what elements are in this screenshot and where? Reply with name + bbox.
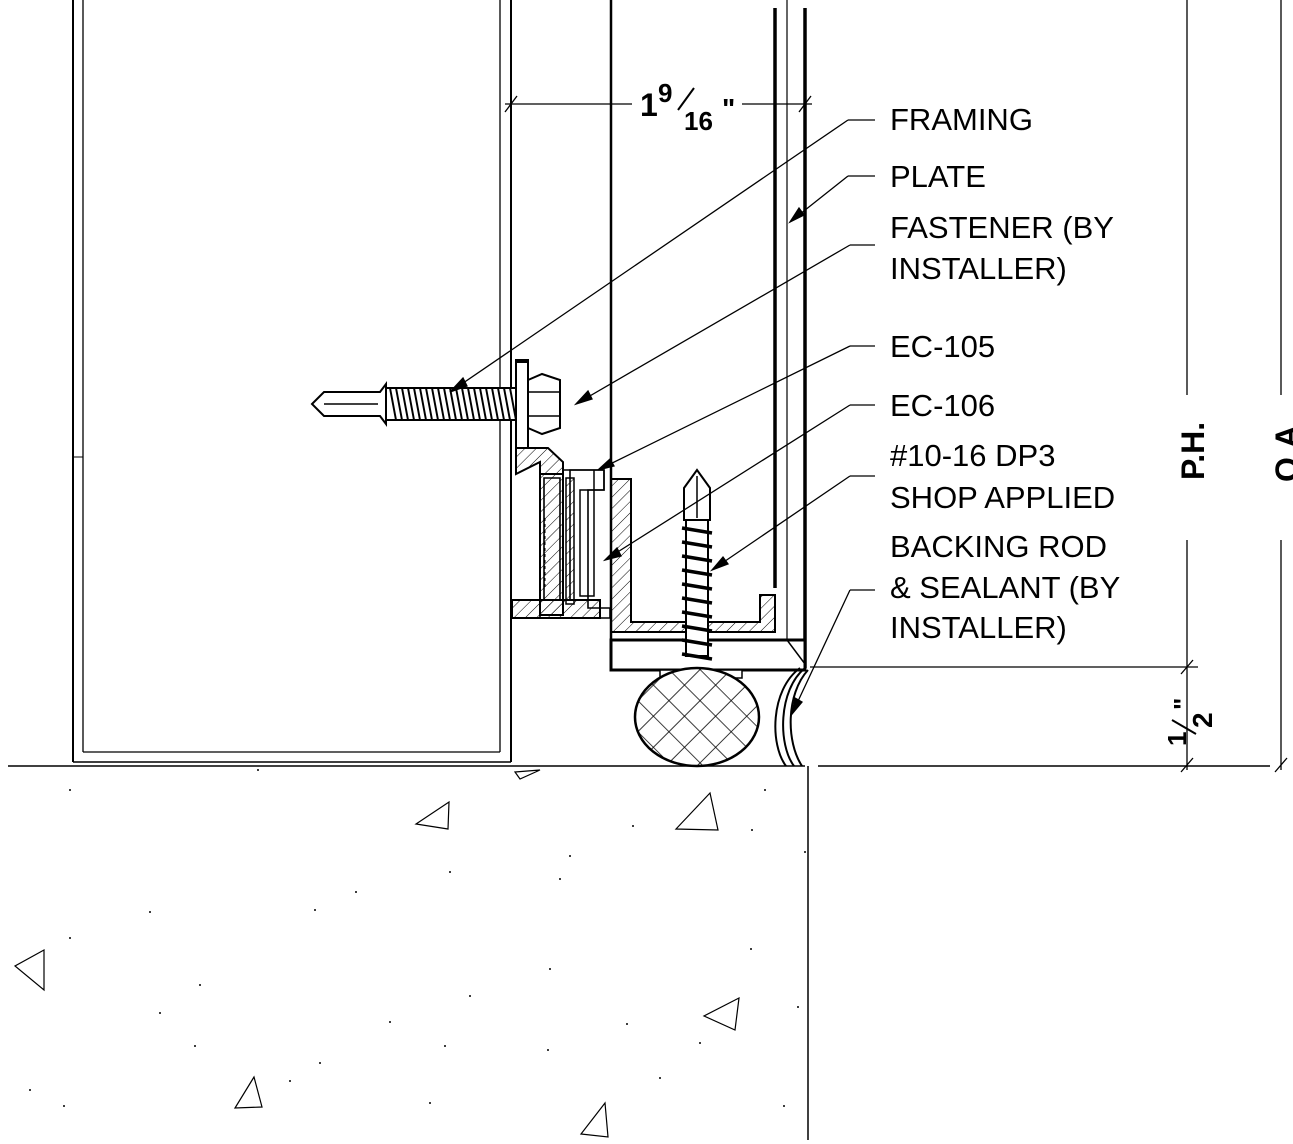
framing-member	[72, 0, 512, 763]
label-fastener-line2: INSTALLER)	[890, 251, 1067, 286]
leader-lines	[449, 119, 875, 717]
backing-rod	[633, 666, 761, 768]
width-numerator: 9	[658, 78, 672, 108]
callouts: FRAMING PLATE FASTENER (BY INSTALLER) EC…	[890, 102, 1120, 645]
gap-denominator: 2	[1187, 712, 1218, 728]
label-sealant-line2: & SEALANT (BY	[890, 570, 1120, 605]
fastener-screw	[310, 361, 561, 449]
label-ec105: EC-105	[890, 329, 995, 364]
concrete-slab	[13, 766, 809, 1140]
label-plate: PLATE	[890, 159, 986, 194]
gap-unit: "	[1168, 698, 1198, 710]
label-sealant-line1: BACKING ROD	[890, 529, 1107, 564]
ph-label: P.H.	[1175, 422, 1211, 480]
width-whole: 1	[640, 87, 658, 123]
label-fastener-line1: FASTENER (BY	[890, 210, 1114, 245]
label-framing: FRAMING	[890, 102, 1033, 137]
label-screw-line1: #10-16 DP3	[890, 438, 1055, 473]
sealant-bead	[774, 667, 809, 767]
dimension-width: 1 9 16 "	[504, 78, 812, 136]
oa-label: O.A.	[1269, 416, 1293, 482]
width-denominator: 16	[684, 106, 713, 136]
label-ec106: EC-106	[890, 388, 995, 423]
dimension-vertical: P.H. O.A. 1 2 "	[810, 0, 1293, 773]
label-screw-line2: SHOP APPLIED	[890, 480, 1115, 515]
ec-106-extrusion	[610, 478, 776, 633]
label-sealant-line3: INSTALLER)	[890, 610, 1067, 645]
door-plate	[609, 0, 807, 672]
gap-numerator: 1	[1162, 732, 1192, 746]
width-unit: "	[722, 93, 735, 124]
